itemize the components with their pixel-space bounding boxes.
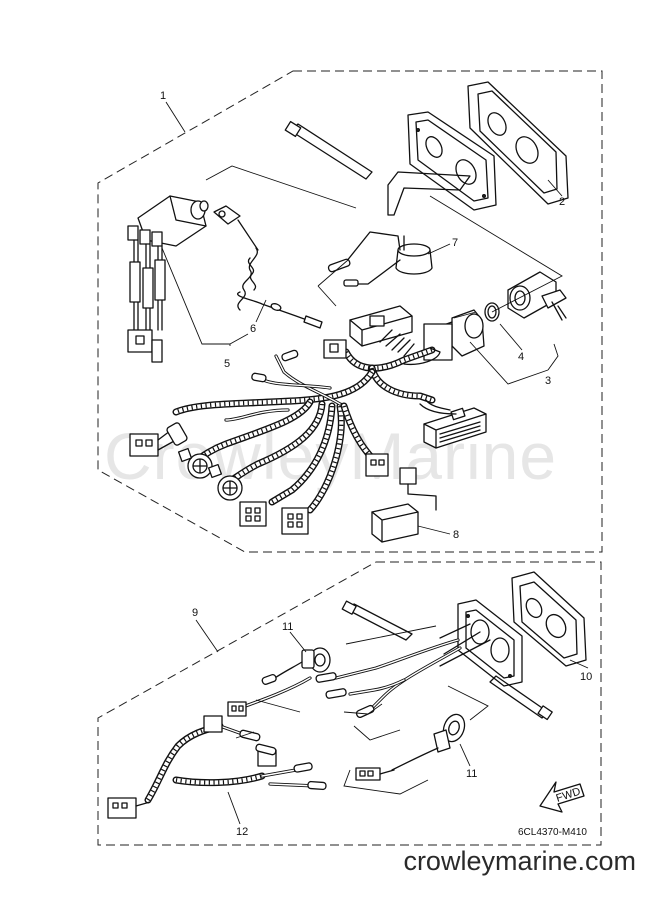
main-switch-part-5	[127, 195, 209, 363]
cable-tie-lower-b	[489, 675, 553, 721]
harness-connector-a	[129, 422, 188, 457]
callout-1: 1	[160, 90, 166, 102]
harness-connector-f	[365, 453, 389, 477]
sub-harness-part-12	[107, 715, 327, 819]
harness-connector-d	[239, 501, 267, 527]
assembly-lines	[205, 165, 563, 795]
multi-pin-connector	[423, 407, 487, 449]
callout-7: 7	[452, 237, 458, 249]
panel-plate	[387, 111, 497, 216]
cable-tie-lower-a	[341, 600, 413, 641]
gasket-part-2	[467, 81, 569, 205]
harness-connector-e	[281, 507, 309, 535]
callout-11-lower: 11	[466, 768, 477, 780]
callout-10: 10	[580, 671, 592, 683]
callout-3: 3	[545, 375, 551, 387]
callout-12: 12	[236, 826, 248, 838]
harness-connector-c	[207, 463, 243, 501]
group-9-boundary	[97, 561, 602, 846]
callout-2: 2	[559, 196, 565, 208]
cable-tie-upper	[284, 120, 373, 180]
group-1-boundary	[97, 70, 603, 553]
footer-site-name: crowleymarine.com	[403, 846, 636, 876]
buzzer-part-7	[327, 231, 433, 287]
fwd-label: FWD	[555, 786, 583, 805]
callout-leaders	[161, 101, 589, 825]
lower-panel	[439, 599, 523, 687]
callout-4: 4	[518, 351, 524, 363]
sensor-part-11-upper	[261, 647, 331, 685]
extension-harness-part-9	[227, 638, 462, 719]
key-switch-part-3	[423, 271, 567, 361]
callout-5: 5	[224, 358, 230, 370]
sensor-part-11-lower	[355, 713, 466, 781]
callout-6: 6	[250, 323, 256, 335]
main-wire-harness	[129, 305, 487, 535]
gasket-part-10	[511, 571, 587, 667]
callout-11-upper: 11	[282, 621, 293, 633]
callout-8: 8	[453, 529, 459, 541]
diagram-code: 6CL4370-M410	[518, 827, 587, 838]
callout-9: 9	[192, 607, 198, 619]
relay-part-8	[371, 467, 437, 543]
harness-connector-b	[177, 447, 213, 479]
lanyard-part-6	[213, 205, 323, 329]
fwd-arrow-icon: FWD	[539, 781, 585, 813]
